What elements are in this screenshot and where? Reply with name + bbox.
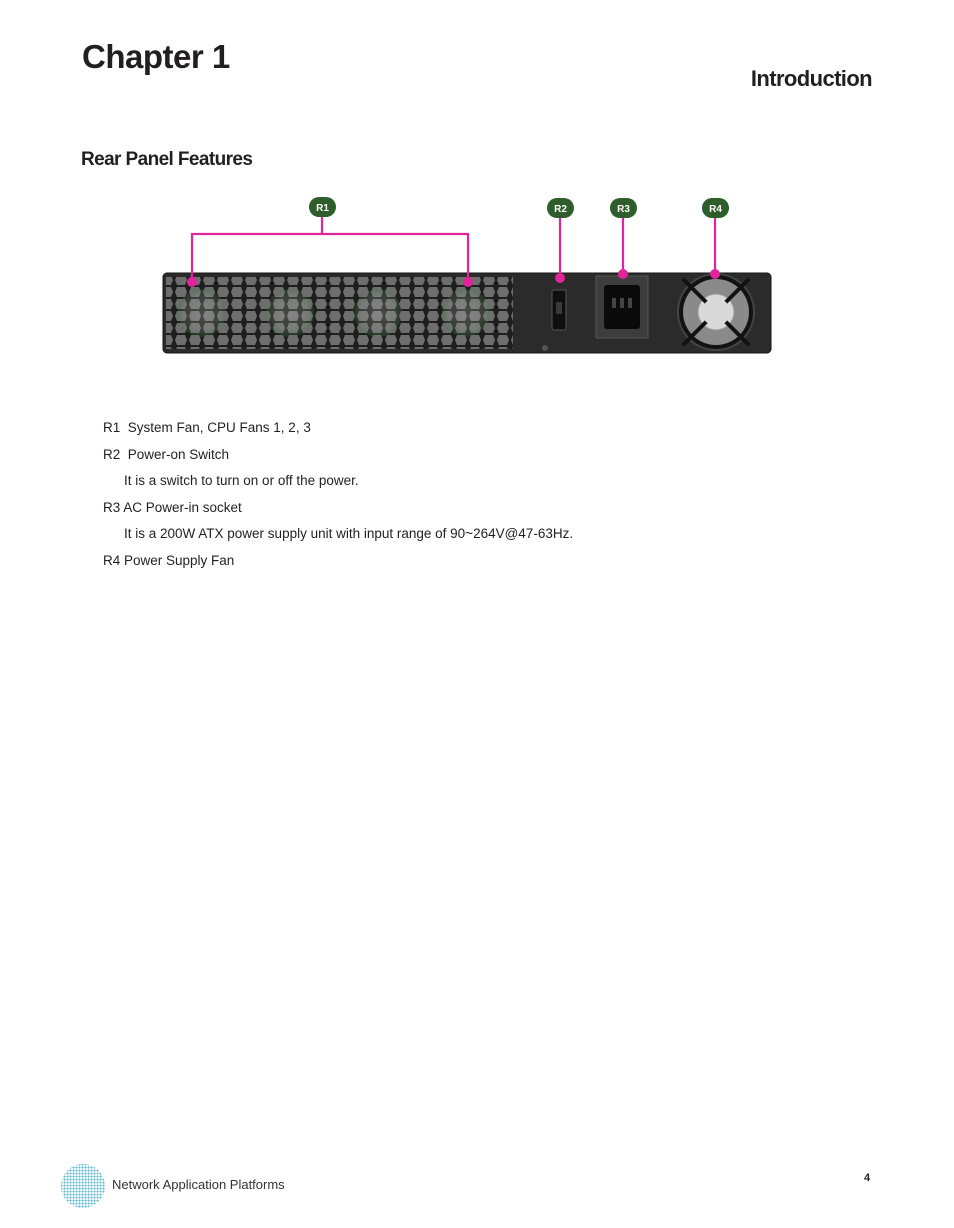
feature-item: R4 Power Supply Fan xyxy=(103,552,235,568)
company-logo xyxy=(61,1164,105,1208)
feature-description: It is a switch to turn on or off the pow… xyxy=(124,473,359,488)
footer-text: Network Application Platforms xyxy=(112,1177,285,1192)
r3-badge xyxy=(610,198,637,218)
page-number: 4 xyxy=(864,1172,871,1184)
rear-panel-figure: R1 R2 R3 R4 xyxy=(162,197,772,354)
r1-badge xyxy=(309,197,336,217)
feature-list: R1 System Fan, CPU Fans 1, 2, 3 R2 Power… xyxy=(103,419,573,578)
section-title: Rear Panel Features xyxy=(81,149,253,170)
r2-label: R2 xyxy=(554,204,567,215)
r2-badge xyxy=(547,198,574,218)
r4-label: R4 xyxy=(709,204,722,215)
r3-label: R3 xyxy=(617,204,630,215)
chapter-heading: Chapter 1 xyxy=(82,38,230,75)
r4-badge xyxy=(702,198,729,218)
feature-item: R3 AC Power-in socket xyxy=(103,499,242,515)
r1-label: R1 xyxy=(316,203,329,214)
feature-item: R1 System Fan, CPU Fans 1, 2, 3 xyxy=(103,420,311,435)
feature-item: R2 Power-on Switch xyxy=(103,446,230,462)
chapter-title: Introduction xyxy=(750,66,873,91)
feature-description: It is a 200W ATX power supply unit with … xyxy=(124,526,574,541)
r1-leader xyxy=(190,232,470,282)
